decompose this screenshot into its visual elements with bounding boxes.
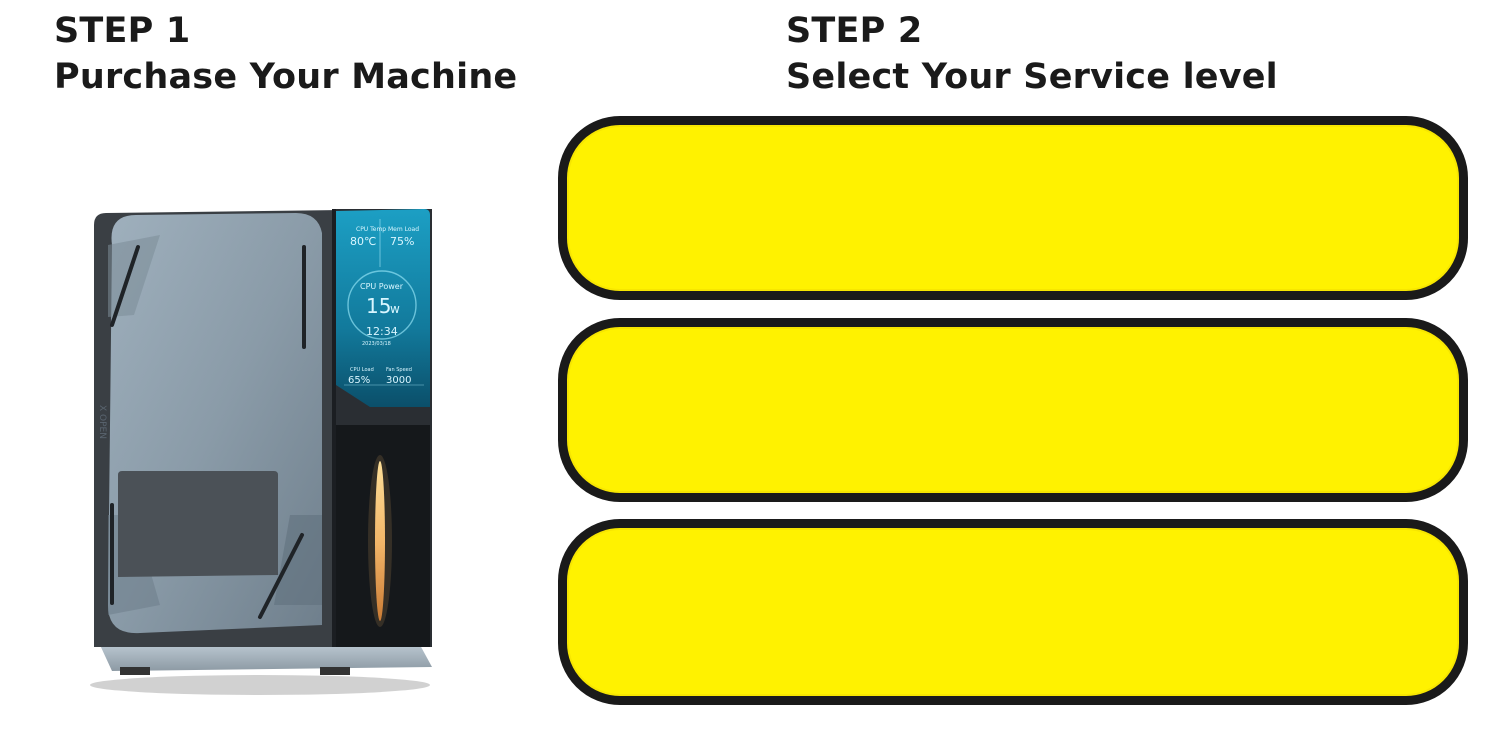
service-level-option-2[interactable]	[558, 318, 1468, 502]
lcd-cpu-power-label: CPU Power	[360, 282, 404, 291]
lcd-mem-load-label: Mem Load	[388, 226, 419, 233]
machine-product-image[interactable]: X OPEN CPU Temp 80℃ Mem Load 75% CPU Pow…	[60, 185, 480, 705]
lcd-cpu-power-value: 15	[366, 294, 391, 318]
step1-label: STEP 1	[54, 11, 191, 51]
lcd-cpu-load-value: 65%	[348, 375, 370, 386]
machine-brand-text: X OPEN	[97, 405, 107, 439]
machine-illustration: X OPEN CPU Temp 80℃ Mem Load 75% CPU Pow…	[90, 209, 432, 695]
lcd-cpu-temp-label: CPU Temp	[356, 226, 386, 233]
lcd-cpu-temp-value: 80℃	[350, 235, 376, 248]
step1-heading: STEP 1 Purchase Your Machine	[54, 8, 517, 100]
step2-label: STEP 2	[786, 11, 923, 51]
step1-title: Purchase Your Machine	[54, 57, 518, 97]
lcd-fan-speed-value: 3000	[386, 375, 411, 386]
lcd-cpu-power-unit: w	[390, 302, 400, 316]
service-level-option-3[interactable]	[558, 519, 1468, 705]
lcd-cpu-load-label: CPU Load	[350, 367, 374, 373]
light-bar-icon	[375, 461, 385, 621]
lcd-clock-time: 12:34	[366, 325, 398, 338]
step2-heading: STEP 2 Select Your Service level	[786, 8, 1278, 100]
lcd-clock-date: 2023/03/18	[362, 341, 391, 347]
lcd-fan-speed-label: Fan Speed	[386, 367, 412, 373]
lcd-mem-load-value: 75%	[390, 235, 414, 248]
service-level-option-1[interactable]	[558, 116, 1468, 300]
step2-title: Select Your Service level	[786, 57, 1278, 97]
